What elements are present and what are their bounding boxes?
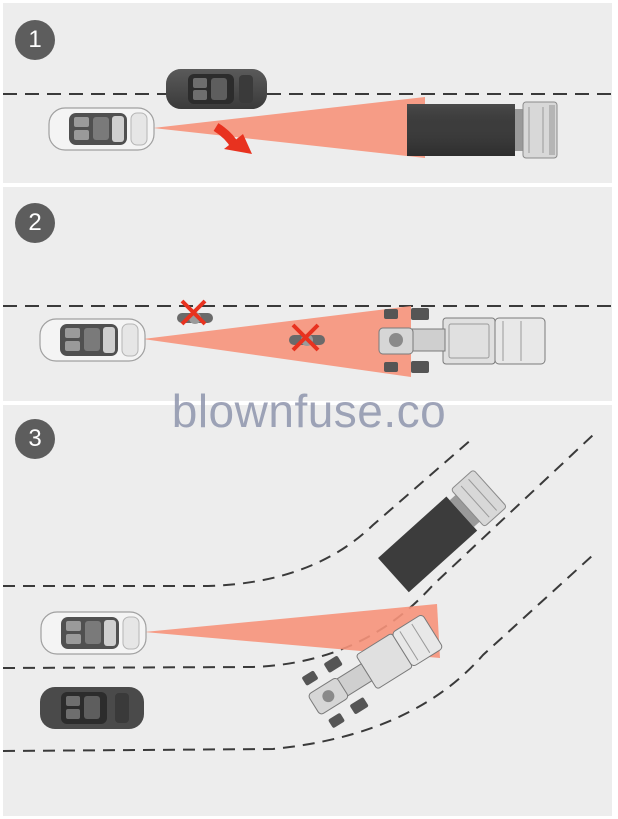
panel-number-badge: 1 bbox=[15, 20, 55, 60]
dark-car-icon bbox=[166, 69, 267, 109]
cross-icon bbox=[180, 299, 207, 326]
panel-2-scene bbox=[3, 299, 612, 377]
lane-divider bbox=[3, 554, 594, 752]
watermark: blownfuse.co bbox=[171, 385, 447, 437]
dark-car-icon bbox=[40, 687, 144, 729]
panel-number-badge: 3 bbox=[15, 419, 55, 459]
panel-number-badge: 2 bbox=[15, 203, 55, 243]
white-car-icon bbox=[48, 107, 155, 151]
panel-3-scene bbox=[3, 434, 594, 752]
lane-divider bbox=[3, 434, 594, 669]
truck-icon bbox=[378, 470, 507, 593]
panel-1: 1 bbox=[3, 3, 612, 183]
detection-cone bbox=[143, 306, 411, 377]
panel-3: 3 bbox=[3, 405, 612, 816]
white-car-icon bbox=[39, 318, 146, 362]
cross-icon bbox=[291, 323, 320, 352]
truck-icon bbox=[407, 101, 558, 159]
detection-cone bbox=[153, 97, 425, 158]
panel-2: 2 bbox=[3, 187, 612, 401]
tractor-icon bbox=[378, 308, 546, 373]
white-car-icon bbox=[40, 611, 147, 655]
tractor-icon bbox=[302, 615, 443, 728]
lane-divider bbox=[3, 437, 474, 587]
panel-1-scene bbox=[3, 69, 612, 159]
detection-cone bbox=[144, 604, 440, 658]
evade-arrow-icon bbox=[213, 123, 252, 154]
